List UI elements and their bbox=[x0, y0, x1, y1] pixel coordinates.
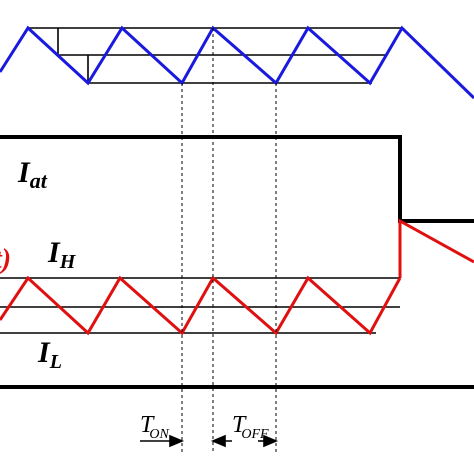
label-il: IL bbox=[37, 336, 62, 373]
toff-arrows bbox=[258, 434, 279, 448]
label-ton: TON bbox=[140, 412, 169, 442]
label-iat: Iat bbox=[17, 156, 48, 193]
label-toff: TOFF bbox=[232, 412, 269, 442]
lower-band-lines bbox=[0, 277, 400, 334]
ton-arrows bbox=[140, 434, 232, 448]
label-partial-red: t) bbox=[0, 244, 11, 275]
timing-guides bbox=[181, 28, 277, 454]
ton-arrow-left-icon bbox=[210, 434, 226, 448]
red-decay-waveform bbox=[398, 218, 474, 278]
top-band-lines bbox=[28, 27, 402, 84]
toff-arrow-right-icon bbox=[263, 434, 279, 448]
ton-arrow-right-icon bbox=[169, 434, 185, 448]
iat-step-line bbox=[0, 135, 474, 223]
blue-waveform bbox=[0, 25, 474, 100]
red-waveform bbox=[0, 275, 402, 336]
label-ih: IH bbox=[47, 236, 77, 273]
